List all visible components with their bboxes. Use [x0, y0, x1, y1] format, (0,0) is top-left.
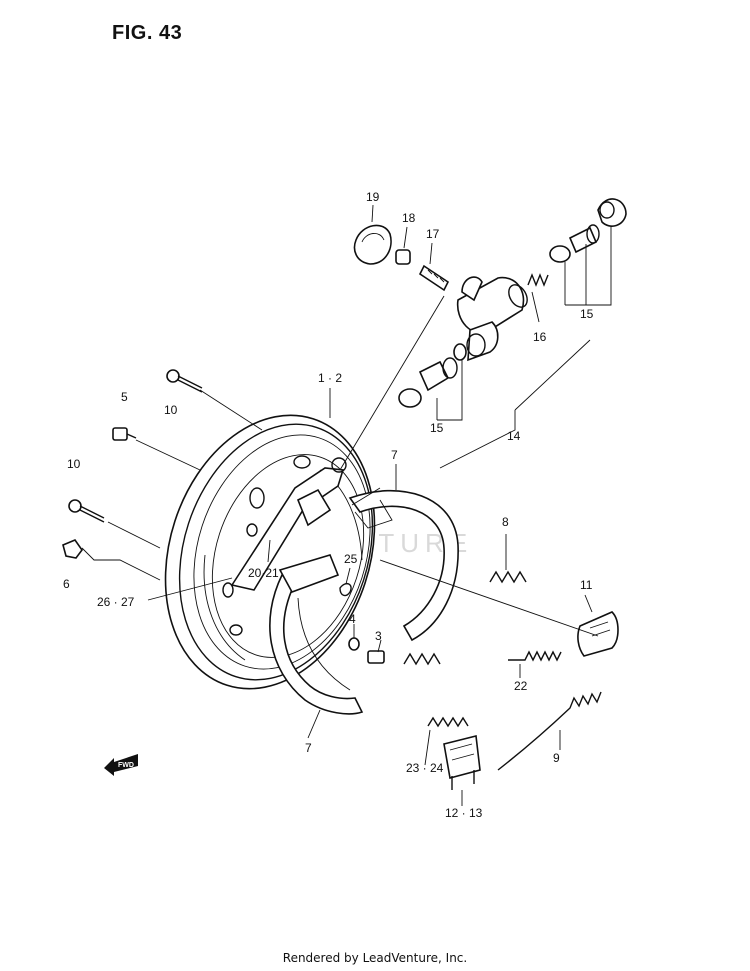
- bleeder-nipple-18[interactable]: [395, 249, 411, 265]
- callout-9: 9: [553, 751, 560, 765]
- callout-26-27: 26 · 27: [97, 595, 135, 609]
- footer-credit: Rendered by LeadVenture, Inc.: [282, 951, 468, 965]
- bolt-10-lower[interactable]: [68, 499, 105, 523]
- return-spring-8[interactable]: [489, 570, 527, 584]
- callout-4: 4: [349, 612, 356, 626]
- callout-8: 8: [502, 515, 509, 529]
- callout-19: 19: [366, 190, 380, 204]
- clip-12-13[interactable]: [443, 735, 481, 790]
- callout-16: 16: [533, 330, 547, 344]
- bleeder-cap-19[interactable]: [353, 224, 392, 265]
- callout-10-upper: 10: [164, 403, 178, 417]
- bolt-5[interactable]: [112, 427, 137, 441]
- callout-14: 14: [507, 429, 521, 443]
- callout-23-24: 23 · 24: [406, 761, 444, 775]
- callout-15-upper: 15: [580, 307, 594, 321]
- callout-7-upper: 7: [391, 448, 398, 462]
- return-spring-9[interactable]: [497, 691, 602, 771]
- hold-down-clip-11[interactable]: [577, 611, 619, 657]
- bleeder-screw-17[interactable]: [418, 264, 450, 292]
- callout-17: 17: [426, 227, 440, 241]
- callout-22: 22: [514, 679, 528, 693]
- callout-15-lower: 15: [430, 421, 444, 435]
- callout-25: 25: [344, 552, 358, 566]
- cylinder-piston-right[interactable]: [549, 198, 627, 263]
- wheel-cylinder[interactable]: [456, 276, 531, 362]
- callout-6: 6: [63, 577, 70, 591]
- washer-4[interactable]: [348, 637, 360, 651]
- fwd-arrow-icon: FWD: [104, 754, 138, 776]
- nut-6[interactable]: [62, 539, 83, 559]
- brake-shoe-lower[interactable]: [269, 554, 364, 715]
- callout-18: 18: [402, 211, 416, 225]
- spring-23-24[interactable]: [427, 716, 469, 728]
- callout-12-13: 12 · 13: [445, 806, 483, 820]
- leader-lines: [81, 204, 612, 806]
- fwd-label: FWD: [118, 762, 134, 769]
- callout-3: 3: [375, 629, 382, 643]
- callout-7-lower: 7: [305, 741, 312, 755]
- brake-shoe-upper[interactable]: [348, 487, 459, 642]
- lower-spring[interactable]: [403, 652, 441, 666]
- cylinder-piston-left[interactable]: [398, 343, 467, 408]
- parking-lever[interactable]: [230, 457, 347, 591]
- nut-3[interactable]: [367, 650, 385, 664]
- callout-5: 5: [121, 390, 128, 404]
- callout-20-21: 20·21: [248, 566, 279, 580]
- callout-10-lower: 10: [67, 457, 81, 471]
- clip-25[interactable]: [339, 582, 352, 597]
- figure-title: FIG. 43: [112, 22, 183, 44]
- callout-1-2: 1 · 2: [318, 371, 342, 385]
- bolt-10-upper[interactable]: [166, 369, 203, 393]
- adjuster-spring-22[interactable]: [508, 650, 562, 662]
- cylinder-spring-16[interactable]: [527, 273, 549, 287]
- callout-11: 11: [580, 578, 593, 592]
- callout-labels: 19 18 17 16 15 1 · 2 10 5 14 15 7 10 8 6…: [63, 190, 594, 820]
